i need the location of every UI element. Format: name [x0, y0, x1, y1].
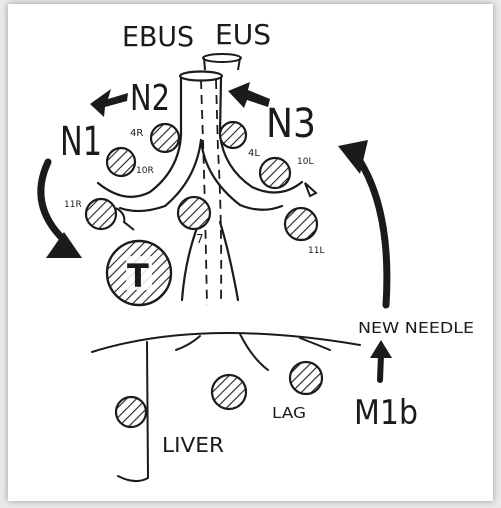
n3-label: N3 — [266, 101, 316, 147]
sketch-frame — [8, 4, 493, 501]
liver-node — [114, 395, 148, 429]
node-10r-label: 10R — [136, 166, 154, 176]
node-10l-label: 10L — [297, 157, 313, 167]
eus-top — [202, 53, 242, 71]
tumor — [105, 239, 173, 307]
eus-label: EUS — [215, 18, 271, 51]
node-4r — [149, 122, 181, 154]
diaphragm — [91, 332, 361, 482]
node-7 — [176, 195, 212, 231]
n1-curved-arrow-icon — [37, 158, 82, 258]
node-10r — [105, 146, 137, 178]
node-10l — [258, 156, 292, 190]
node-11l — [283, 182, 319, 242]
airway — [96, 70, 304, 302]
lag-node — [288, 360, 324, 396]
n2-label: N2 — [130, 78, 170, 119]
esophagus — [200, 79, 223, 306]
ebus-label: EBUS — [122, 20, 194, 53]
node-11r-label: 11R — [64, 200, 82, 210]
node-11r — [84, 197, 135, 231]
liver-label: LIVER — [162, 433, 224, 457]
node-4r-label: 4R — [130, 128, 143, 139]
upward-curved-arrow-icon — [338, 140, 391, 309]
n2-arrow-icon — [90, 89, 128, 117]
m1b-arrow-icon — [370, 340, 392, 383]
node-7-label: 7 — [196, 232, 204, 246]
n1-label: N1 — [60, 119, 102, 165]
m1b-label: M1b — [354, 393, 418, 433]
tumor-label: T — [127, 257, 149, 295]
n3-arrow-icon — [228, 82, 270, 108]
lag-label: LAG — [272, 404, 306, 422]
node-4l — [218, 120, 248, 150]
new-needle-label: NEW NEEDLE — [358, 319, 474, 337]
node-11l-label: 11L — [308, 246, 324, 256]
node-4l-label: 4L — [248, 148, 260, 159]
middle-node — [210, 373, 248, 411]
